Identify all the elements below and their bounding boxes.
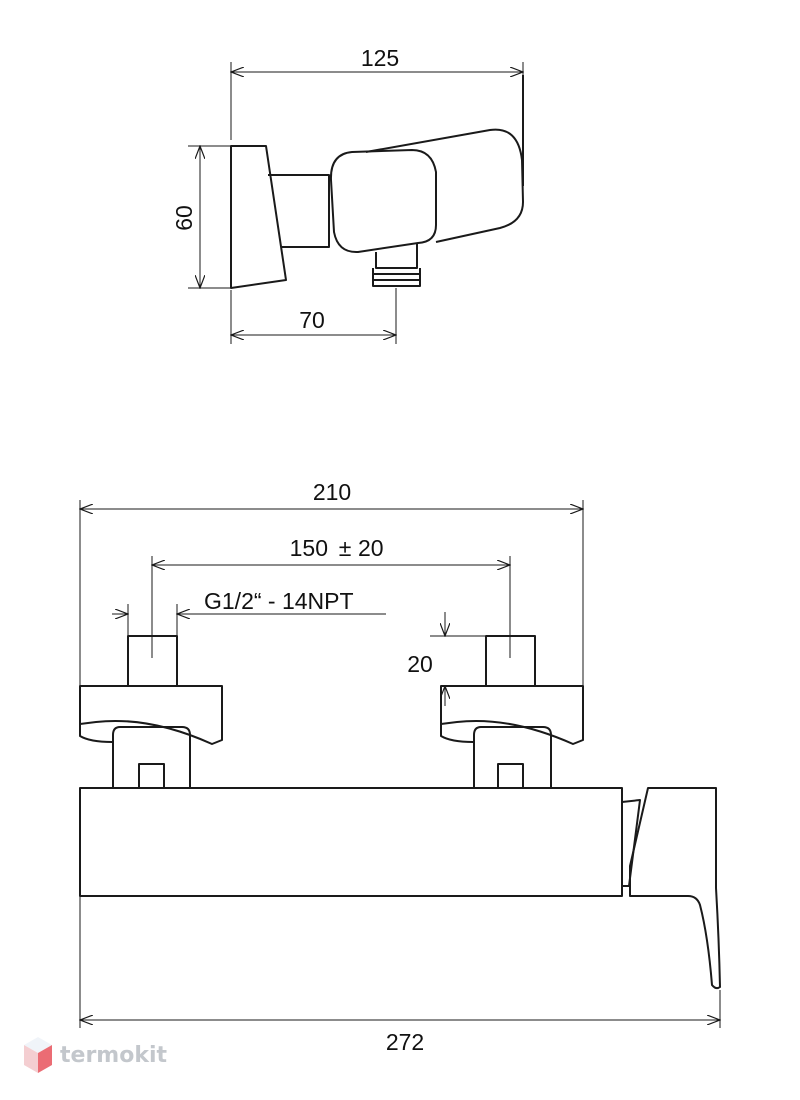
dim-210-label: 210 xyxy=(313,479,351,505)
lever-handle xyxy=(365,128,524,243)
dim-70: 70 xyxy=(231,288,396,344)
dim-150-tolerance-sign: ± xyxy=(339,535,352,561)
dim-60: 60 xyxy=(171,146,231,288)
front-view: 210 150 ± 20 G1/2“ - 14NPT 20 xyxy=(79,479,721,1055)
threaded-outlet xyxy=(375,244,418,269)
dim-150-tolerance: 20 xyxy=(358,535,384,561)
left-nut xyxy=(112,726,191,789)
right-escutcheon xyxy=(440,685,584,745)
dim-inlet-20: 20 xyxy=(407,612,486,706)
mixer-neck xyxy=(268,174,330,248)
dim-150: 150 ± 20 xyxy=(152,535,510,658)
outlet-thread xyxy=(372,268,421,287)
watermark-text: termokit xyxy=(60,1043,167,1068)
left-escutcheon xyxy=(79,685,223,745)
mixer-body xyxy=(329,149,437,254)
right-escutcheon-lip xyxy=(440,724,474,743)
dim-60-label: 60 xyxy=(171,205,197,231)
wall-plate xyxy=(230,145,287,289)
dim-272-label: 272 xyxy=(386,1029,424,1055)
cube-icon xyxy=(24,1037,52,1073)
dim-272: 272 xyxy=(80,896,720,1055)
mixer-main-body xyxy=(79,787,623,897)
dim-thread: G1/2“ - 14NPT xyxy=(112,588,386,636)
dim-125-label: 125 xyxy=(361,45,399,71)
right-nut-slot xyxy=(497,763,524,789)
dim-125: 125 xyxy=(231,45,523,140)
front-lever xyxy=(629,787,721,990)
right-eccentric xyxy=(440,635,584,789)
left-eccentric xyxy=(79,635,223,789)
dim-150-label: 150 xyxy=(290,535,328,561)
dim-210: 210 xyxy=(80,479,583,686)
dim-inlet-20-label: 20 xyxy=(407,651,433,677)
dim-70-label: 70 xyxy=(299,307,325,333)
side-view: 125 60 70 xyxy=(171,45,524,344)
left-nut-slot xyxy=(138,763,165,789)
dim-thread-label: G1/2“ - 14NPT xyxy=(204,588,354,614)
left-escutcheon-lip xyxy=(79,724,113,743)
watermark-logo: termokit xyxy=(24,1037,167,1073)
right-nut xyxy=(473,726,552,789)
